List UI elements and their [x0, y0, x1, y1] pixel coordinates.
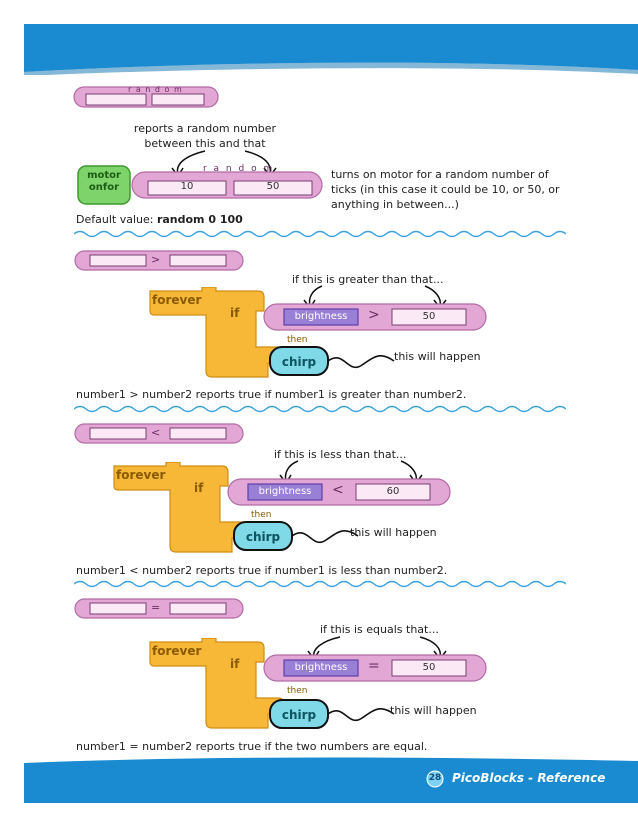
default-value-line: Default value: random 0 100 [76, 213, 243, 226]
footer-band [24, 757, 638, 803]
greater-code-blocks [149, 287, 487, 378]
equal-annotation-action: this will happen [390, 704, 477, 717]
motor-random-blocks [77, 165, 323, 205]
random-block-template [73, 86, 219, 108]
less-code-blocks [113, 462, 451, 553]
greater-sensor-block: brightness [294, 311, 348, 322]
greater-operator-template: > [151, 253, 161, 266]
motor-onfor-block: motor onfor [87, 170, 121, 193]
random-value-2: 50 [266, 181, 280, 192]
less-if-block: if [194, 481, 204, 495]
equal-value: 50 [422, 662, 436, 673]
equal-if-block: if [230, 657, 240, 671]
greater-operator: > [368, 307, 380, 323]
less-block-template [74, 423, 244, 444]
page-number: 28 [428, 773, 442, 783]
equal-description: number1 = number2 reports true if the tw… [76, 740, 428, 753]
less-annotation-top: if this is less than that... [274, 448, 407, 461]
less-value: 60 [386, 486, 400, 497]
equal-code-blocks [149, 638, 487, 729]
wave-divider-2 [74, 405, 566, 413]
less-sensor-block: brightness [258, 486, 312, 497]
random-annotation-right: turns on motor for a random number of ti… [331, 168, 560, 211]
greater-then-label: then [287, 335, 308, 345]
footer-title: PicoBlocks - Reference [452, 771, 606, 785]
greater-description: number1 > number2 reports true if number… [76, 388, 467, 401]
less-description: number1 < number2 reports true if number… [76, 564, 448, 577]
random-block-word: r a n d o m [128, 85, 183, 94]
equal-operator: = [368, 658, 380, 674]
random-annotation-left: reports a random number between this and… [133, 122, 277, 150]
less-operator-template: < [151, 426, 161, 439]
equal-block-template [74, 598, 244, 619]
greater-block-template [74, 250, 244, 271]
less-forever-block: forever [116, 468, 166, 482]
less-chirp-block: chirp [245, 530, 281, 544]
equal-annotation-top: if this is equals that... [320, 623, 439, 636]
equal-forever-block: forever [152, 644, 202, 658]
less-then-label: then [251, 510, 272, 520]
random-value-1: 10 [180, 181, 194, 192]
less-operator: < [332, 482, 344, 498]
greater-forever-block: forever [152, 293, 202, 307]
equal-then-label: then [287, 686, 308, 696]
equal-chirp-block: chirp [281, 708, 317, 722]
greater-annotation-action: this will happen [394, 350, 481, 363]
greater-chirp-block: chirp [281, 355, 317, 369]
page-number-badge [426, 770, 444, 788]
equal-operator-template: = [151, 601, 161, 614]
greater-annotation-top: if this is greater than that... [292, 273, 444, 286]
random-block-word-2: r a n d o m [203, 164, 275, 174]
wave-divider-1 [74, 230, 566, 238]
less-annotation-action: this will happen [350, 526, 437, 539]
greater-if-block: if [230, 306, 240, 320]
wave-divider-3 [74, 580, 566, 588]
equal-sensor-block: brightness [294, 662, 348, 673]
greater-value: 50 [422, 311, 436, 322]
header-band [24, 24, 638, 75]
